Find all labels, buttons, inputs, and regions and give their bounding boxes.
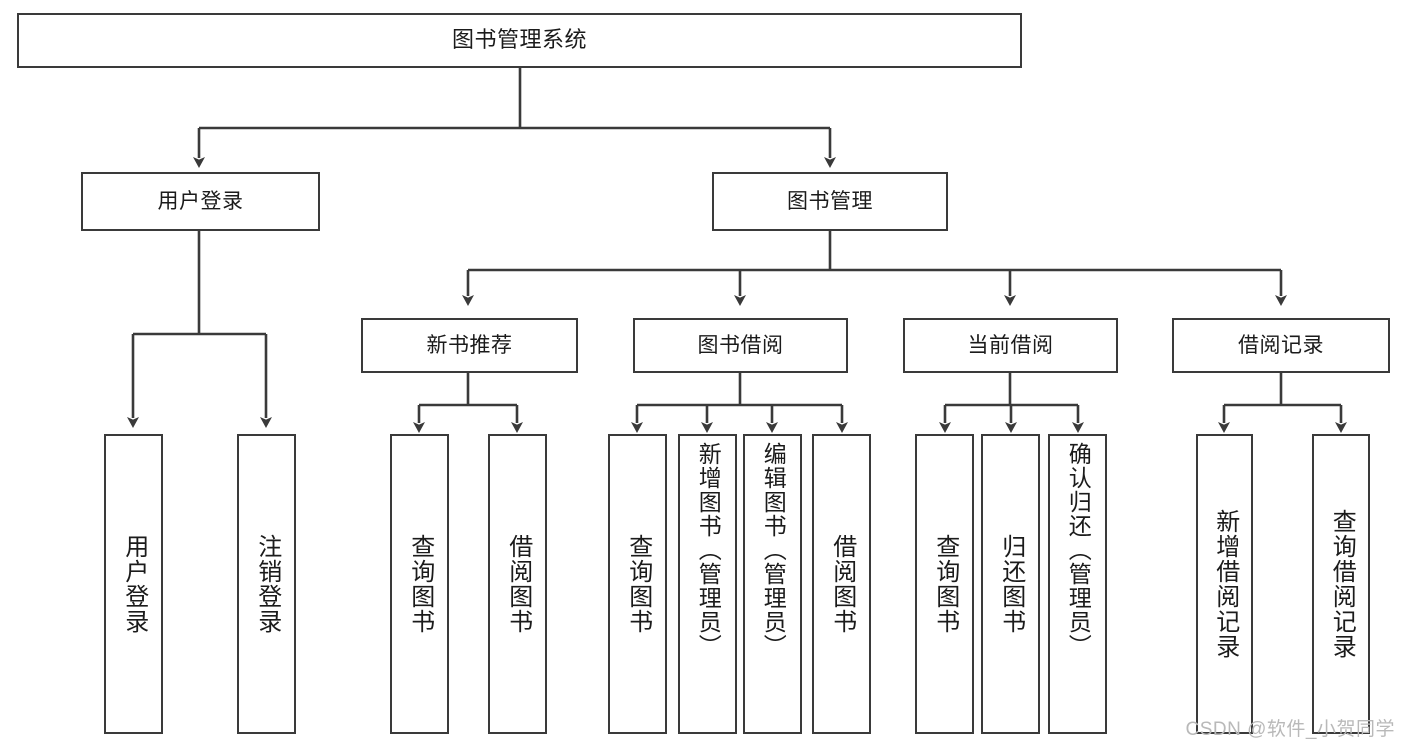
leaf-borrow-book[interactable]: 借阅图书: [812, 434, 871, 734]
node-label: 图书管理: [787, 189, 873, 213]
node-label: 借阅图书: [504, 534, 532, 634]
node-label: 确认归还（管理员）: [1065, 442, 1092, 658]
node-user-login[interactable]: 用户登录: [81, 172, 320, 231]
node-label: 用户登录: [157, 189, 244, 213]
leaf-confirm-return[interactable]: 确认归还（管理员）: [1048, 434, 1107, 734]
node-label: 图书管理系统: [451, 27, 587, 53]
leaf-edit-book[interactable]: 编辑图书（管理员）: [743, 434, 802, 734]
node-label: 查询图书: [624, 534, 652, 634]
node-label: 新增借阅记录: [1211, 509, 1239, 659]
watermark-text: CSDN @软件_小贺同学: [1185, 719, 1395, 740]
node-label: 当前借阅: [967, 333, 1054, 357]
node-label: 查询图书: [931, 534, 959, 634]
leaf-add-book[interactable]: 新增图书（管理员）: [678, 434, 737, 734]
leaf-add-borrow-record[interactable]: 新增借阅记录: [1196, 434, 1253, 734]
leaf-query-book-recommend[interactable]: 查询图书: [390, 434, 449, 734]
node-label: 借阅记录: [1238, 333, 1324, 357]
leaf-query-book-current[interactable]: 查询图书: [915, 434, 974, 734]
leaf-logout-login[interactable]: 注销登录: [237, 434, 296, 734]
node-label: 借阅图书: [828, 534, 856, 634]
node-label: 图书借阅: [697, 333, 784, 357]
node-label: 查询借阅记录: [1328, 509, 1356, 659]
leaf-query-book-borrow[interactable]: 查询图书: [608, 434, 667, 734]
node-label: 新书推荐: [426, 333, 513, 357]
node-current-borrow[interactable]: 当前借阅: [903, 318, 1118, 373]
node-root-system[interactable]: 图书管理系统: [17, 13, 1022, 68]
leaf-return-book[interactable]: 归还图书: [981, 434, 1040, 734]
node-label: 归还图书: [997, 534, 1025, 634]
node-new-book-recommend[interactable]: 新书推荐: [361, 318, 578, 373]
node-borrow-record[interactable]: 借阅记录: [1172, 318, 1390, 373]
node-book-manage[interactable]: 图书管理: [712, 172, 948, 231]
node-label: 用户登录: [120, 534, 148, 634]
leaf-borrow-book-recommend[interactable]: 借阅图书: [488, 434, 547, 734]
node-label: 编辑图书（管理员）: [760, 442, 787, 658]
leaf-query-borrow-record[interactable]: 查询借阅记录: [1312, 434, 1370, 734]
node-label: 注销登录: [253, 534, 281, 634]
leaf-user-login[interactable]: 用户登录: [104, 434, 163, 734]
node-book-borrow[interactable]: 图书借阅: [633, 318, 848, 373]
node-label: 新增图书（管理员）: [695, 442, 722, 658]
node-label: 查询图书: [406, 534, 434, 634]
